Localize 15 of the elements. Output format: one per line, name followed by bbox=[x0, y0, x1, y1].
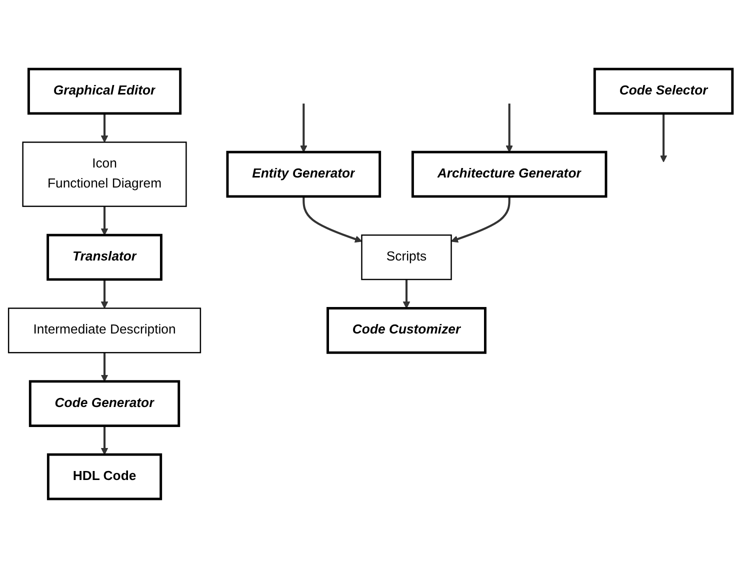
arrow bbox=[100, 426, 108, 455]
node-box: Intermediate Description bbox=[8, 308, 202, 354]
node-box: Icon Functionel Diagrem bbox=[22, 142, 187, 207]
arrow bbox=[100, 206, 108, 236]
arrow bbox=[100, 113, 108, 143]
arrow bbox=[450, 196, 510, 243]
arrow bbox=[302, 196, 362, 243]
arrow bbox=[100, 352, 108, 382]
arrow bbox=[402, 279, 410, 309]
arrow bbox=[506, 104, 513, 152]
arrow bbox=[660, 113, 668, 162]
arrow bbox=[100, 279, 108, 309]
node-box: Scripts bbox=[361, 234, 452, 280]
node-box: HDL Code bbox=[46, 453, 162, 500]
arrow bbox=[300, 104, 308, 152]
